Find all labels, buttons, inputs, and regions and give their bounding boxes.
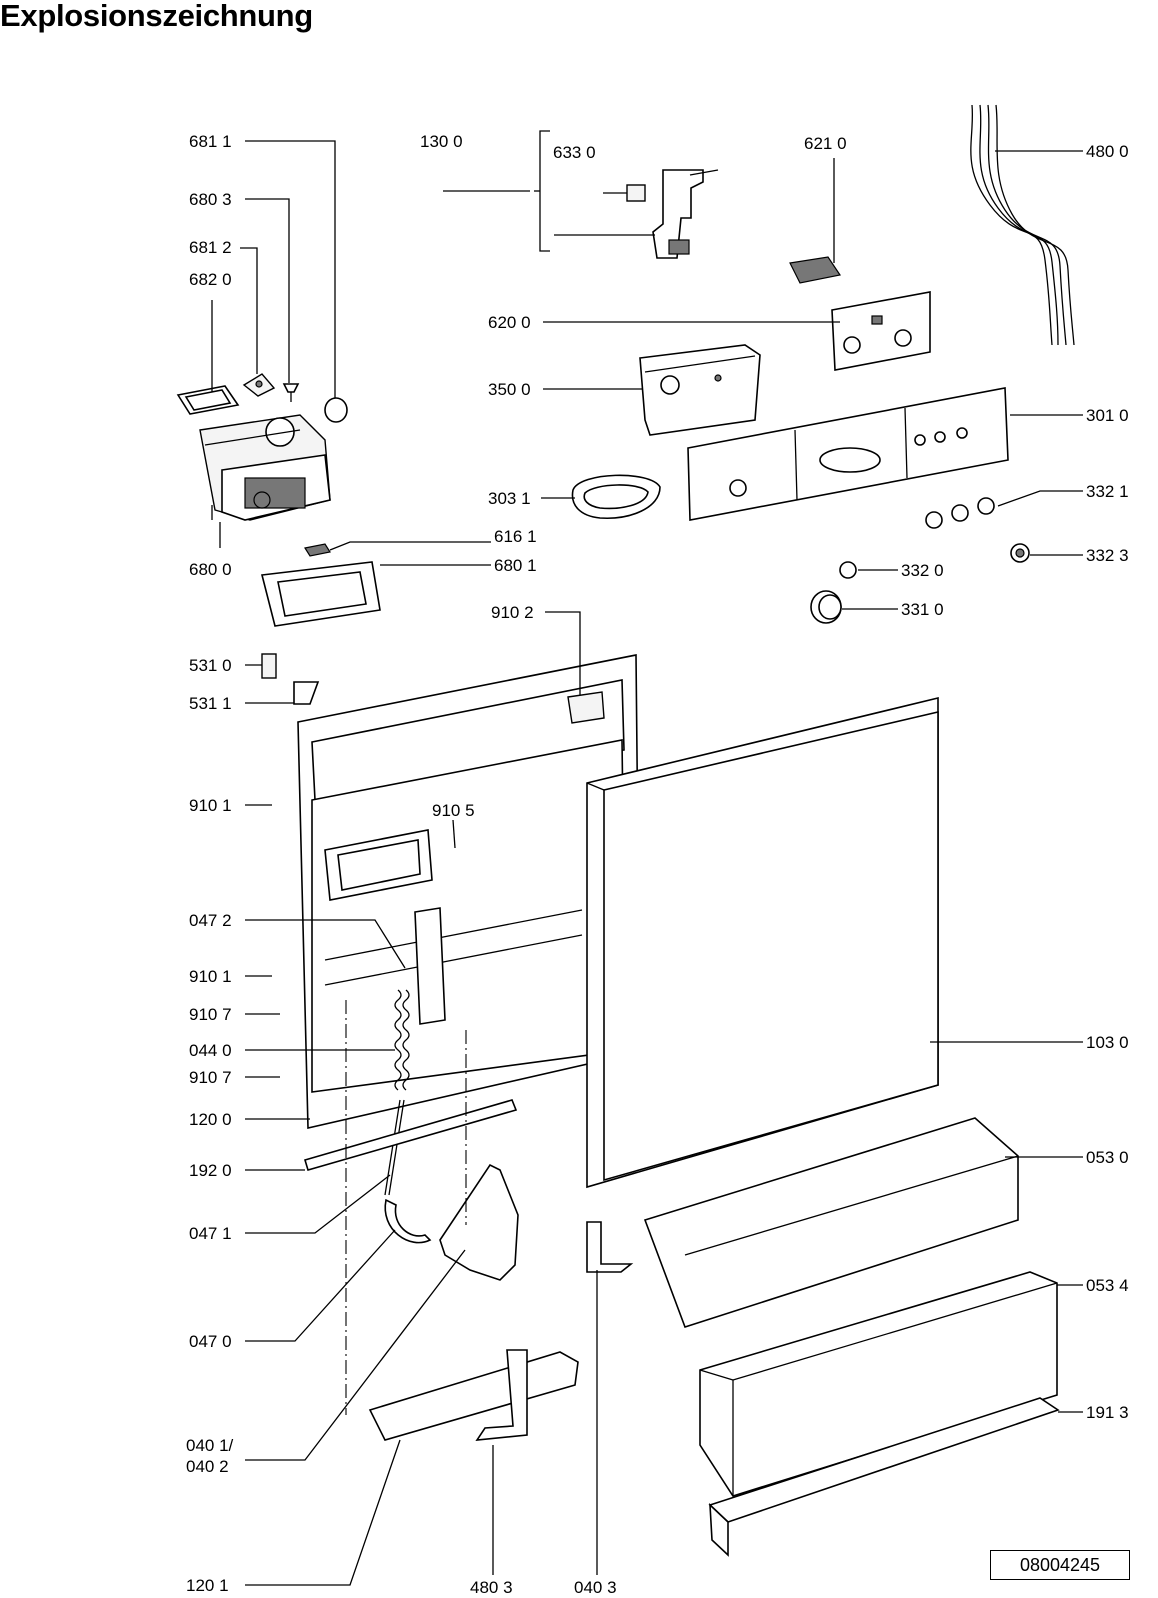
label-040-2: 040 2 (186, 1457, 229, 1476)
label-682-0: 682 0 (189, 270, 232, 289)
label-480-3: 480 3 (470, 1578, 513, 1597)
part-clip-040-3 (586, 1221, 634, 1273)
page-title: Explosionszeichnung (0, 0, 313, 33)
part-knob-332-3 (1010, 543, 1030, 563)
part-support-480-3 (475, 1349, 528, 1441)
part-controlboard-620-0 (831, 291, 931, 371)
label-910-2: 910 2 (491, 603, 534, 622)
part-panel-301-0 (687, 387, 1009, 521)
part-spring-680-3 (282, 383, 300, 402)
label-040-3: 040 3 (574, 1578, 617, 1597)
part-strip-192-0 (304, 1099, 518, 1171)
label-680-3: 680 3 (189, 190, 232, 209)
part-bracket-120-1 (368, 1351, 579, 1441)
document-number: 08004245 (990, 1550, 1130, 1580)
label-480-0: 480 0 (1086, 142, 1129, 161)
part-rail-047-2 (414, 907, 446, 1025)
label-910-7-second: 910 7 (189, 1068, 232, 1087)
label-331-0: 331 0 (901, 600, 944, 619)
label-120-1: 120 1 (186, 1576, 229, 1595)
part-strip-191-3 (708, 1397, 1060, 1557)
label-910-7: 910 7 (189, 1005, 232, 1024)
part-knobs-332-1 (925, 497, 995, 529)
part-inner-door-120-0 (297, 654, 641, 1129)
label-047-0: 047 0 (189, 1332, 232, 1351)
label-910-1-second: 910 1 (189, 967, 232, 986)
part-plate-531-1 (293, 681, 320, 705)
part-bracket-910-2 (567, 691, 605, 724)
label-044-0: 044 0 (189, 1041, 232, 1060)
label-191-3: 191 3 (1086, 1403, 1129, 1422)
label-681-2: 681 2 (189, 238, 232, 257)
label-620-0: 620 0 (488, 313, 531, 332)
part-kickplate-053-4 (699, 1271, 1058, 1497)
part-hinge-040-1 (439, 1163, 519, 1281)
part-dispenser-680-0 (199, 414, 331, 521)
label-910-5: 910 5 (432, 801, 475, 820)
part-frame-680-1 (260, 561, 381, 627)
label-616-1: 616 1 (494, 527, 537, 546)
label-531-1: 531 1 (189, 694, 232, 713)
label-120-0: 120 0 (189, 1110, 232, 1129)
part-bracket-531-0 (261, 653, 277, 679)
part-knob-331-0 (810, 590, 842, 624)
label-680-1: 680 1 (494, 556, 537, 575)
label-130-0: 130 0 (420, 132, 463, 151)
label-303-1: 303 1 (488, 489, 531, 508)
part-cap-681-2 (242, 373, 276, 397)
label-910-1: 910 1 (189, 796, 232, 815)
label-621-0: 621 0 (804, 134, 847, 153)
part-lock-130-0 (652, 169, 719, 259)
part-hinge-047-1 (384, 1198, 432, 1244)
label-047-2: 047 2 (189, 911, 232, 930)
label-040-1: 040 1/ (186, 1436, 234, 1455)
label-103-0: 103 0 (1086, 1033, 1129, 1052)
label-053-4: 053 4 (1086, 1276, 1129, 1295)
label-350-0: 350 0 (488, 380, 531, 399)
part-module-350-0 (639, 344, 761, 436)
label-680-0: 680 0 (189, 560, 232, 579)
part-seal-681-1 (324, 397, 348, 423)
label-053-0: 053 0 (1086, 1148, 1129, 1167)
part-outer-door-103-0 (586, 696, 939, 1189)
label-332-3: 332 3 (1086, 546, 1129, 565)
part-harness-480-0 (970, 104, 1075, 346)
label-531-0: 531 0 (189, 656, 232, 675)
part-board-621-0 (789, 256, 841, 284)
part-bracket-053-0 (643, 1117, 1019, 1328)
part-handle-303-1 (571, 474, 661, 519)
label-332-0: 332 0 (901, 561, 944, 580)
label-192-0: 192 0 (189, 1161, 232, 1180)
part-spring-044-0 (384, 989, 410, 1196)
part-clip-616-1 (304, 543, 331, 557)
label-633-0: 633 0 (553, 143, 596, 162)
label-047-1: 047 1 (189, 1224, 232, 1243)
label-332-1: 332 1 (1086, 482, 1129, 501)
label-301-0: 301 0 (1086, 406, 1129, 425)
part-gasket-682-0 (176, 385, 240, 415)
label-681-1: 681 1 (189, 132, 232, 151)
leader-lines (211, 130, 1083, 1586)
part-switch-633-0 (626, 184, 646, 202)
part-knob-332-0 (839, 561, 857, 579)
